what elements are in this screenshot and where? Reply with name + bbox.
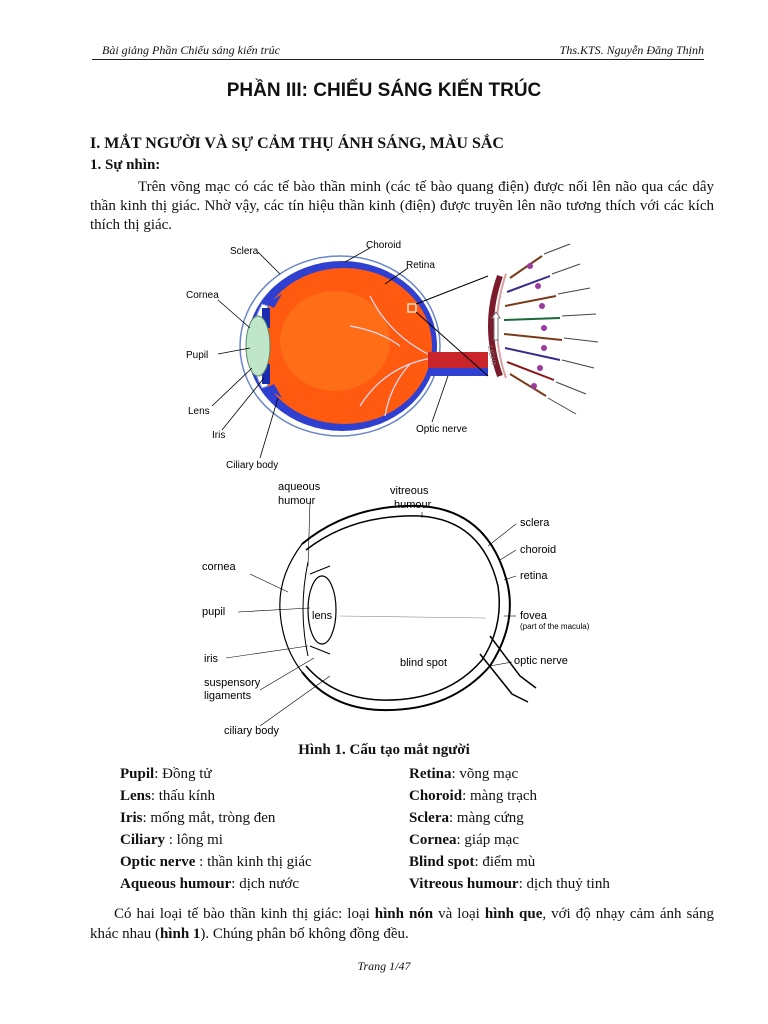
closing-paragraph: Có hai loại tế bào thần kinh thị giác: l… [90,904,714,944]
glossary-item: Blind spot: điểm mù [409,854,535,876]
label-vitreous-humour-2: humour [394,499,432,511]
optic-nerve-shape [428,352,488,368]
glossary-item: Vitreous humour: dịch thuỷ tinh [409,876,610,898]
label-blind-spot: blind spot [400,657,447,669]
label-sclera: Sclera [230,246,259,257]
glossary-item: Aqueous humour: dịch nước [120,876,299,898]
glossary-item: Choroid: màng trạch [409,788,537,810]
glossary-item: Pupil: Đồng tử [120,766,212,788]
label-suspensory-1: suspensory [204,677,261,689]
retina-cell-detail: LIGHT [486,244,598,414]
glossary-item: Iris: mống mắt, tròng đen [120,810,275,832]
label-optic-nerve-2: optic nerve [514,655,568,667]
part-title: PHẦN III: CHIẾU SÁNG KIẾN TRÚC [0,80,768,102]
section-title: I. MẮT NGƯỜI VÀ SỰ CẢM THỤ ÁNH SÁNG, MÀU… [90,135,504,153]
header-course-title: Bài giảng Phần Chiếu sáng kiến trúc [102,43,280,58]
label-lens: Lens [188,406,210,417]
page-header: Bài giảng Phần Chiếu sáng kiến trúc Ths.… [92,43,704,60]
header-author: Ths.KTS. Nguyễn Đăng Thịnh [560,43,704,58]
glossary-item: Retina: võng mạc [409,766,518,788]
figure-caption: Hình 1. Cấu tạo mắt người [0,742,768,759]
label-retina-2: retina [520,570,548,582]
eye-anatomy-color-figure: LIGHT Sclera Choroid Retina Cornea Pupil… [170,236,630,474]
lens-shape [246,316,270,376]
glossary-item: Ciliary : lông mi [120,832,223,854]
label-iris-2: iris [204,653,219,665]
label-fovea: fovea [520,610,548,622]
label-aqueous-humour-1: aqueous [278,481,321,493]
eye-anatomy-line-figure: aqueous humour vitreous humour sclera ch… [190,476,630,742]
label-iris: Iris [212,430,225,441]
glossary-item: Lens: thấu kính [120,788,215,810]
label-vitreous-humour-1: vitreous [390,485,429,497]
label-pupil: Pupil [186,350,208,361]
page-number: Trang 1/47 [0,959,768,974]
label-suspensory-2: ligaments [204,690,252,702]
glossary-item: Cornea: giáp mạc [409,832,519,854]
label-lens-2: lens [312,610,333,622]
label-retina: Retina [406,260,435,271]
subsection-title: 1. Sự nhìn: [90,157,160,174]
label-ciliary-body-2: ciliary body [224,725,280,737]
label-sclera-2: sclera [520,517,550,529]
label-choroid-2: choroid [520,544,556,556]
eye-outline-drawing [280,506,536,710]
label-optic-nerve: Optic nerve [416,424,468,435]
label-aqueous-humour-2: humour [278,495,316,507]
label-cornea: Cornea [186,290,219,301]
label-fovea-note: (part of the macula) [520,622,590,631]
glossary-item: Optic nerve : thần kinh thị giác [120,854,312,876]
label-choroid: Choroid [366,240,401,251]
glossary-item: Sclera: màng cứng [409,810,524,832]
label-cornea-2: cornea [202,561,237,573]
label-pupil-2: pupil [202,606,225,618]
label-ciliary-body: Ciliary body [226,460,278,471]
intro-paragraph: Trên võng mạc có các tế bào thần minh (c… [90,178,714,235]
